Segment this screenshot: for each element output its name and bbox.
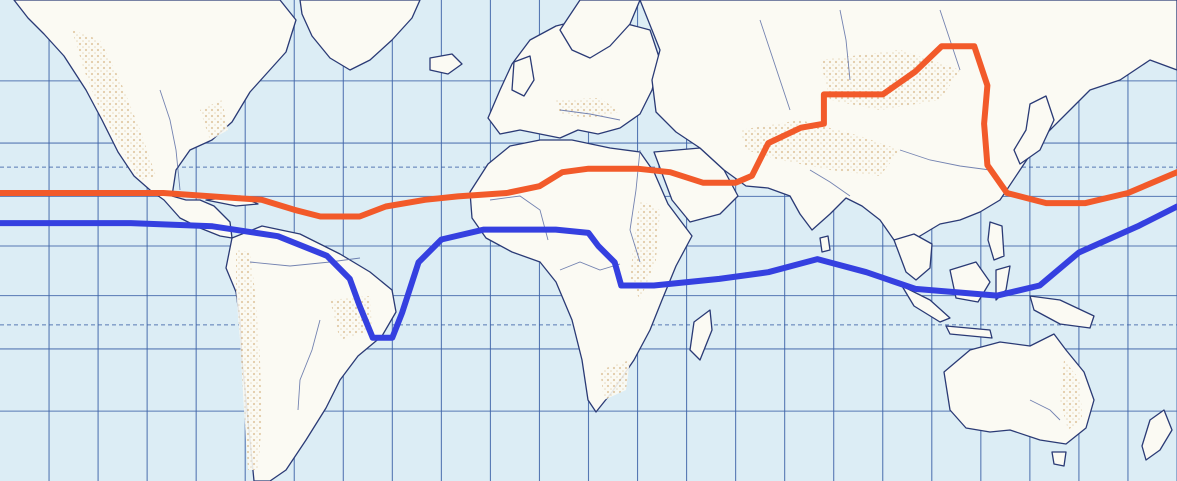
relief-alps [556,98,620,118]
river-ganges [809,169,851,197]
landmass-sri-lanka [819,235,831,253]
relief-east-australia [1060,360,1082,430]
landmass-indochina [893,233,933,281]
river-parana [297,319,321,411]
rivers [159,9,1061,421]
river-mississippi [159,89,181,191]
relief-andes [236,250,262,470]
landmass-madagascar [689,309,713,361]
landmass-british-isles [511,55,535,97]
northern-line [0,43,1177,220]
landmass-africa [469,139,693,413]
landmass-sumatra [901,285,951,323]
landmass-java [945,325,993,339]
relief-appalachians [200,100,228,140]
landmass-greenland [299,0,421,71]
river-congo [559,261,621,271]
river-danube [559,109,621,121]
landmass-scandinavia [559,0,641,59]
relief-east-africa [630,200,660,300]
landmass-europe [487,17,661,139]
landmass-sulawesi [995,265,1011,301]
river-yangtze [899,149,991,171]
relief-himalaya [740,120,900,176]
landmass-japan [1013,95,1055,165]
landmass-new-zealand [1141,409,1173,461]
relief-south-africa [600,360,630,400]
landmass-philippines [987,221,1005,261]
river-lena [939,9,961,71]
relief-rockies [72,30,156,180]
river-ob [759,19,791,111]
landmass-new-guinea [1029,295,1095,329]
southern-line [0,203,1177,341]
landmass-iceland [429,53,463,75]
river-amazon [249,257,361,267]
landmass-tasmania [1051,451,1067,467]
route-lines [0,43,1177,341]
river-niger [489,195,549,241]
river-murray [1029,399,1061,421]
river-yenisei [839,9,851,81]
